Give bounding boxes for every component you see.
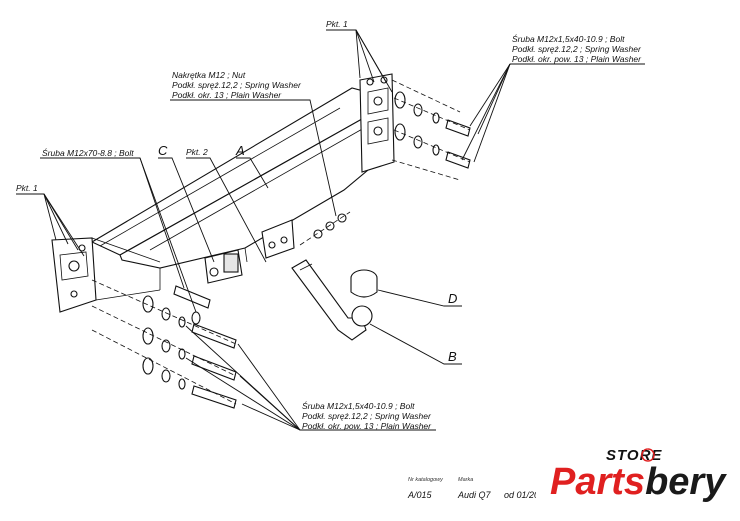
label-a: A [235, 143, 245, 158]
left-bracket [51, 237, 161, 313]
nut-line-2: Podkł. spręż.12,2 ; Spring Washer [172, 80, 302, 90]
logo-ring-icon [641, 448, 655, 462]
label-b: B [448, 349, 457, 364]
logo-store-text: STORE [606, 447, 662, 464]
nut-line-1: Nakrętka M12 ; Nut [172, 70, 246, 80]
socket-plate [204, 219, 295, 284]
catalog-value: A/015 [407, 490, 433, 500]
partsbery-logo: STORE Partsbery [536, 444, 740, 504]
top-right-line-3: Podkł. okr. pow. 13 ; Plain Washer [512, 54, 642, 64]
nut-line-3: Podkł. okr. 13 ; Plain Washer [172, 90, 282, 100]
label-pkt1-top: Pkt. 1 [326, 19, 348, 29]
make-value: Audi Q7 [457, 490, 492, 500]
label-c: C [158, 143, 168, 158]
catalog-label: Nr katalogowy [408, 477, 444, 483]
bottom-line-2: Podkł. spręż.12,2 ; Spring Washer [302, 411, 432, 421]
labels: Pkt. 1 Pkt. 1 Pkt. 2 A C D B Nakrętka M1… [16, 19, 642, 431]
leader-lines [16, 29, 645, 431]
right-bracket [359, 73, 395, 173]
logo-main-text: Partsbery [550, 461, 727, 503]
ball-cap [350, 269, 378, 298]
label-pkt1-left: Pkt. 1 [16, 183, 38, 193]
tow-ball-neck [291, 259, 373, 341]
title-block: Nr katalogowy A/015 Marka Audi Q7 od 01/… [407, 477, 539, 500]
top-right-line-2: Podkł. spręż.12,2 ; Spring Washer [512, 44, 642, 54]
bolt-left-label: Śruba M12x70-8.8 ; Bolt [42, 147, 134, 158]
label-pkt2: Pkt. 2 [186, 147, 208, 157]
bottom-left-fasteners [91, 279, 237, 409]
top-right-fasteners [391, 79, 471, 181]
center-nuts [299, 211, 351, 246]
label-d: D [448, 291, 457, 306]
make-label: Marka [458, 477, 473, 483]
top-right-line-1: Śruba M12x1,5x40-10.9 ; Bolt [512, 33, 625, 44]
date-value: od 01/20 [504, 490, 539, 500]
bottom-line-1: Śruba M12x1,5x40-10.9 ; Bolt [302, 400, 415, 411]
bottom-line-3: Podkł. okr. pow. 13 ; Plain Washer [302, 421, 432, 431]
